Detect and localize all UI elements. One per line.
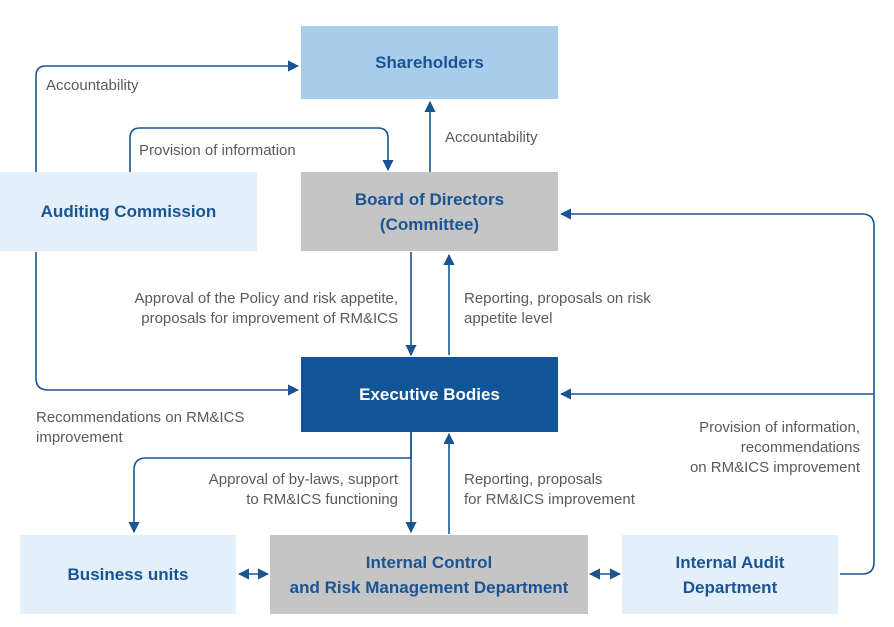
board-of-directors-box: Board of Directors (Committee) xyxy=(301,172,558,251)
icrm-department-box: Internal Control and Risk Management Dep… xyxy=(270,535,588,614)
label-reporting-proposals: Reporting, proposals for RM&ICS improvem… xyxy=(464,471,635,508)
label-provision-recommend: Provision of information, recommendation… xyxy=(689,419,860,476)
shareholders-box: Shareholders xyxy=(301,26,558,99)
executive-bodies-box: Executive Bodies xyxy=(301,357,558,432)
business-units-box: Business units xyxy=(20,535,236,614)
label-accountability-left: Accountability xyxy=(46,77,139,94)
label-accountability-mid: Accountability xyxy=(445,129,538,146)
shareholders-label: Shareholders xyxy=(375,53,484,72)
auditing-commission-box: Auditing Commission xyxy=(0,172,257,251)
label-approval-bylaws: Approval of by-laws, support to RM&ICS f… xyxy=(208,471,398,508)
label-provision-info: Provision of information xyxy=(139,142,296,159)
business-units-label: Business units xyxy=(67,565,189,584)
executive-bodies-label: Executive Bodies xyxy=(359,385,500,404)
arrow-exec-business xyxy=(128,432,412,534)
auditing-commission-label: Auditing Commission xyxy=(40,202,217,221)
arrow-accountability-left xyxy=(35,60,300,172)
internal-audit-box: Internal Audit Department xyxy=(622,535,838,614)
board-of-directors-label: Board of Directors (Committee) xyxy=(354,189,505,234)
arrow-recommendations xyxy=(35,252,300,396)
label-reporting-risk: Reporting, proposals on risk appetite le… xyxy=(464,290,651,327)
internal-audit-label: Internal Audit Department xyxy=(675,552,785,597)
label-recommendations: Recommendations on RM&ICS improvement xyxy=(36,409,245,446)
icrm-department-label: Internal Control and Risk Management Dep… xyxy=(289,552,569,597)
label-approval-policy: Approval of the Policy and risk appetite… xyxy=(134,290,398,327)
arrow-provision-info xyxy=(129,127,394,172)
